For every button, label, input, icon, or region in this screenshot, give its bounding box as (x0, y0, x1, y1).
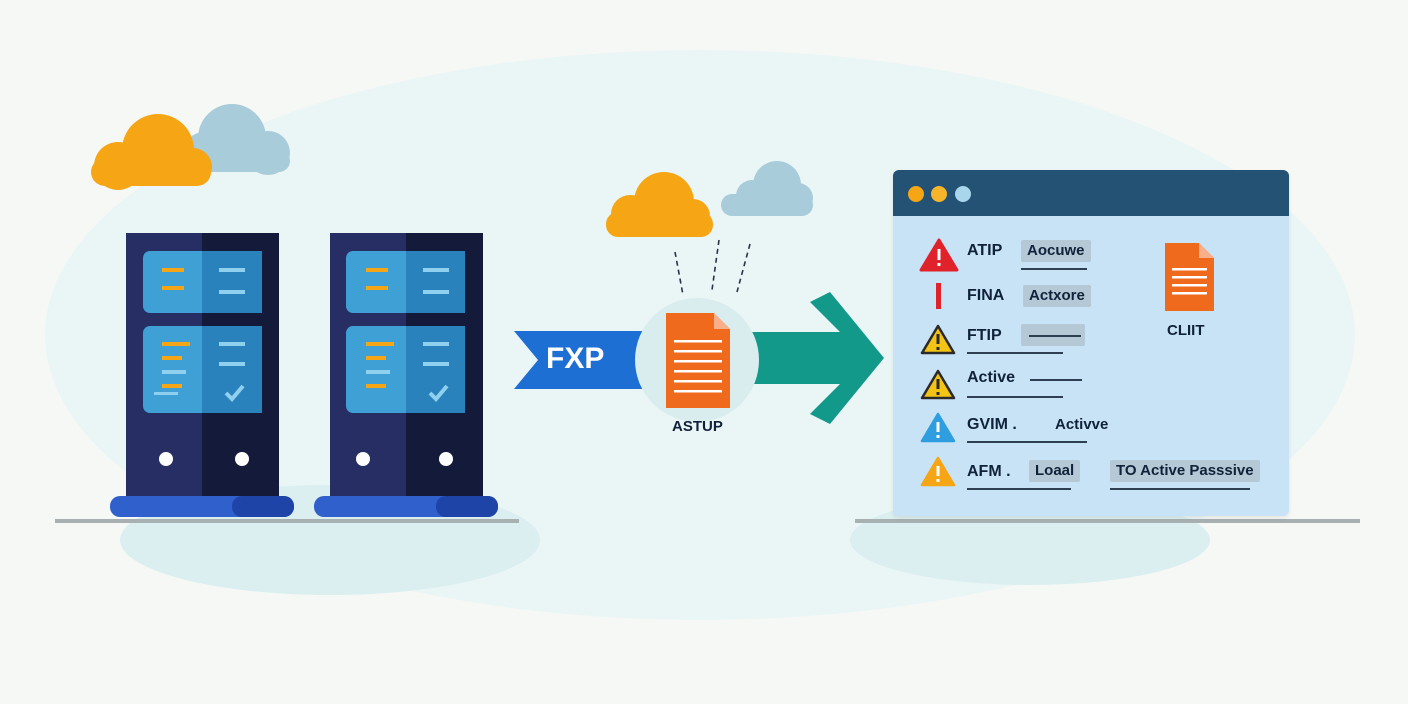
row-status: Activve (1055, 416, 1109, 433)
protocol-label: FXP (546, 342, 605, 375)
server-led-icon (235, 452, 249, 466)
row-underline (967, 488, 1071, 490)
window-dot-orange[interactable] (908, 186, 924, 202)
mode-underline (1110, 488, 1250, 490)
warning-yellow-icon (920, 324, 956, 355)
teal-arrow-icon (740, 292, 884, 424)
window-titlebar (893, 170, 1289, 216)
warning-yellow-icon (920, 369, 956, 400)
row-status: Loaal (1029, 460, 1081, 482)
cloud-orange-small-icon (606, 172, 713, 237)
window-dot-light[interactable] (955, 186, 971, 202)
cloud-orange-icon (91, 114, 212, 190)
row-underline (1021, 268, 1087, 270)
check-icon (428, 384, 449, 402)
check-icon (224, 384, 245, 402)
mode-label: TO Active Passsive (1110, 460, 1260, 482)
row-dash (1029, 335, 1081, 337)
warning-amber-icon (920, 456, 956, 487)
right-floor-line (855, 519, 1360, 523)
client-document-icon (1165, 243, 1214, 311)
server-led-icon (439, 452, 453, 466)
right-shadow-blob (850, 495, 1210, 585)
row-label: GVIM . (967, 416, 1017, 433)
row-label: ATIP (967, 242, 1003, 259)
row-underline (967, 396, 1063, 398)
info-blue-icon (920, 412, 956, 443)
row-underline (967, 352, 1063, 354)
server-led-icon (159, 452, 173, 466)
protocol-banner (514, 331, 660, 389)
row-status: Aocuwe (1021, 240, 1091, 262)
row-label: Active (967, 369, 1016, 386)
row-label: FTIP (967, 327, 1002, 344)
window-dot-amber[interactable] (931, 186, 947, 202)
warning-red-icon (919, 238, 959, 272)
client-label: CLIІT (1167, 322, 1205, 339)
server-led-icon (356, 452, 370, 466)
error-bar-icon (936, 283, 941, 309)
status-icons (919, 238, 1214, 487)
row-label: FINA (967, 287, 1005, 304)
dashed-signal-lines (674, 239, 751, 296)
row-status: Actxore (1023, 285, 1091, 307)
transfer-file-label: ASTUP (672, 418, 723, 435)
left-floor-line (55, 519, 519, 523)
document-orange-icon (666, 313, 730, 408)
row-dash (1030, 379, 1082, 381)
row-underline (967, 441, 1087, 443)
row-label: AFM . (967, 463, 1011, 480)
client-window: ATIP Aocuwe FINA Actxore FTIP Active GVI… (893, 170, 1289, 516)
cloud-grey-small-icon (721, 161, 813, 216)
